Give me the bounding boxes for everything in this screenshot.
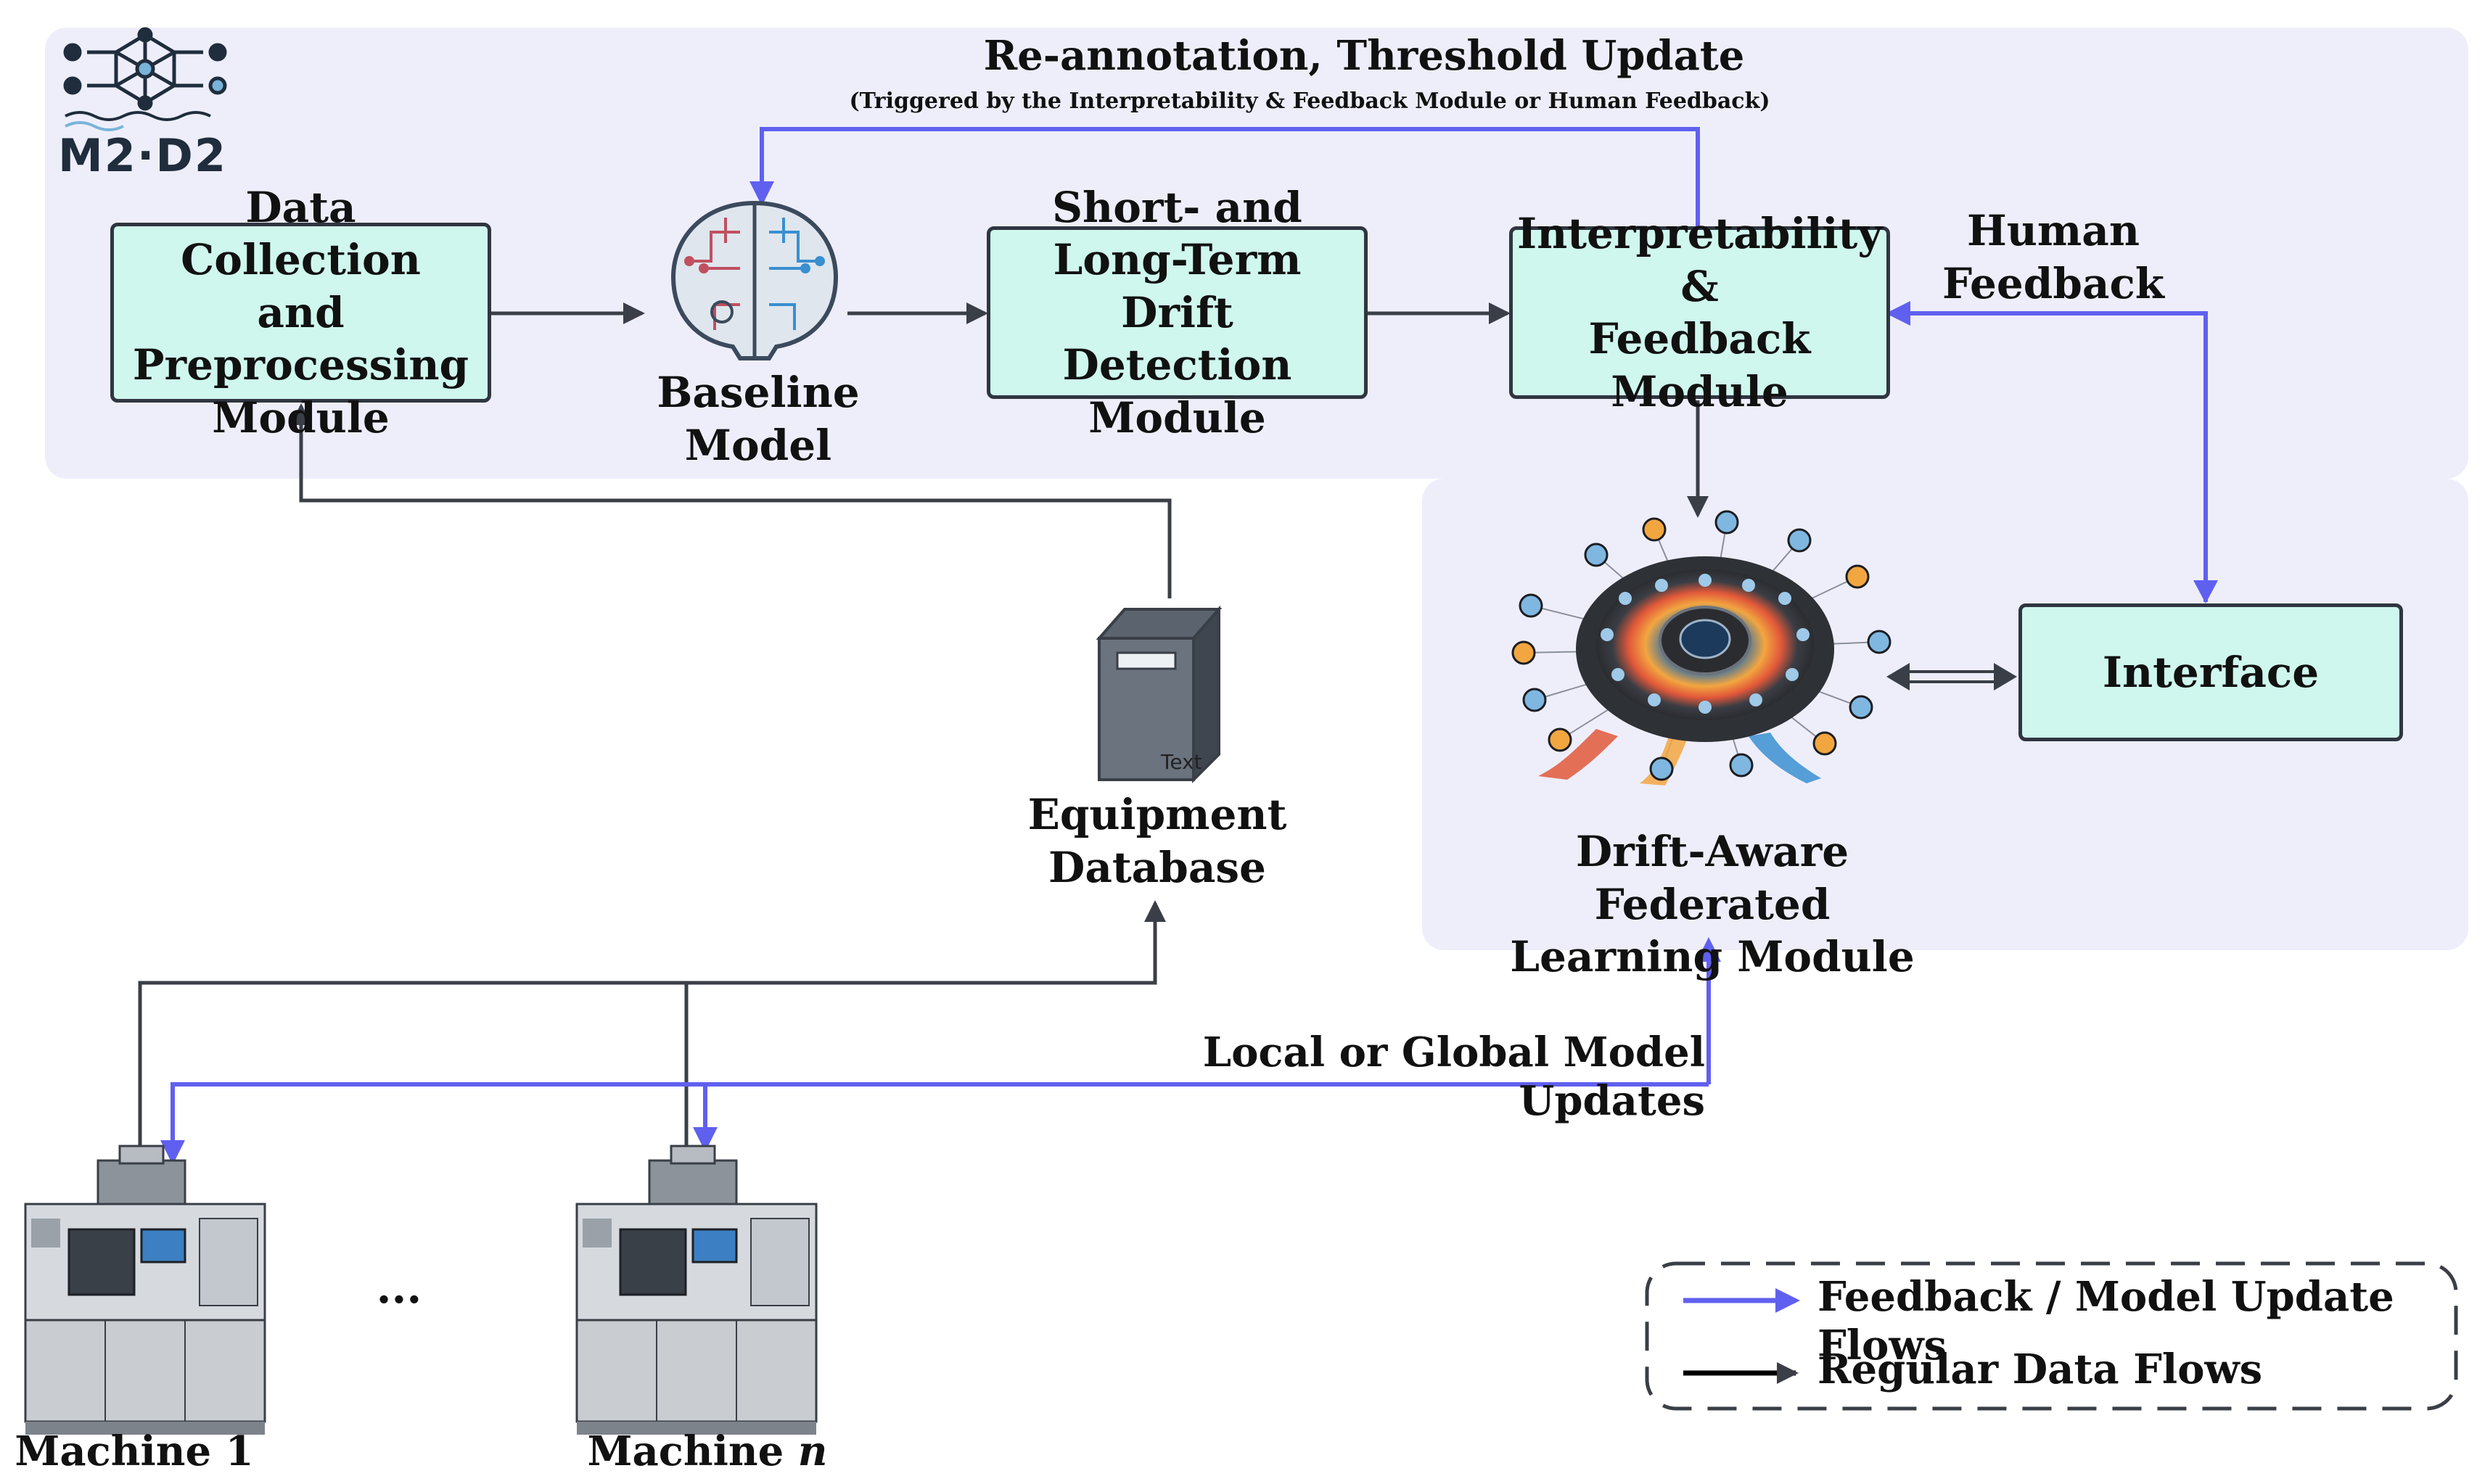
federated-line2: Learning Module <box>1510 932 1915 981</box>
federated-module-label: Drift-Aware Federated Learning Module <box>1451 825 1973 984</box>
data-collection-line1: Data Collection <box>181 182 421 285</box>
legend-feedback-label: Feedback / Model Update Flows <box>1817 1273 2394 1370</box>
interpretability-line1: Interpretability & <box>1516 209 1883 311</box>
reannotation-feedback-arrow <box>749 127 1700 226</box>
legend-box <box>1645 1261 2458 1411</box>
federated-line1: Drift-Aware Federated <box>1575 827 1849 929</box>
drift-detection-line1: Short- and <box>1052 182 1302 232</box>
data-collection-line2: and Preprocessing <box>132 287 469 390</box>
m2d2-logo-text: M2·D2 <box>58 129 227 182</box>
feedback-loop-title: Re-annotation, Threshold Update <box>983 32 1745 80</box>
database-line2: Database <box>1048 842 1266 892</box>
interpretability-line2: Feedback Module <box>1588 314 1811 416</box>
baseline-line2: Model <box>684 420 832 470</box>
baseline-model-label: Baseline Model <box>638 366 878 471</box>
database-line1: Equipment <box>1027 790 1287 839</box>
legend-regular-label: Regular Data Flows <box>1817 1345 2263 1393</box>
machine-n-variable: n <box>797 1427 828 1475</box>
drift-detection-module: Short- and Long-Term Drift Detection Mod… <box>987 183 1368 442</box>
federated-interface-double-arrow <box>1886 663 2017 691</box>
interpretability-feedback-module: Interpretability & Feedback Module <box>1509 209 1890 416</box>
machine-1-label: Machine 1 <box>15 1427 254 1475</box>
baseline-line1: Baseline <box>657 368 860 417</box>
drift-detection-line2: Long-Term Drift <box>1053 235 1302 337</box>
machine-n-prefix: Machine <box>587 1427 798 1475</box>
human-feedback-line1: Human <box>1966 206 2140 255</box>
interface-label: Interface <box>2102 647 2320 697</box>
data-collection-module: Data Collection and Preprocessing Module <box>110 183 491 442</box>
federated-hub-icon <box>1511 510 1892 786</box>
machines-ellipsis: ... <box>376 1263 422 1314</box>
equipment-database-icon: Text <box>1096 605 1223 783</box>
model-updates-to-machines <box>160 1082 1709 1165</box>
database-icon-text: Text <box>1160 750 1202 774</box>
feedback-loop-subtitle: (Triggered by the Interpretability & Fee… <box>849 88 1770 114</box>
arrow-machines-to-database <box>138 900 1166 1161</box>
baseline-brain-icon <box>670 200 839 360</box>
machine-n-label: Machine n <box>573 1427 842 1476</box>
human-feedback-label: Human Feedback <box>1930 205 2177 310</box>
equipment-database-label: Equipment Database <box>1016 788 1299 894</box>
drift-detection-line3: Detection Module <box>1062 340 1292 442</box>
interface-box[interactable]: Interface <box>2018 603 2403 741</box>
m2d2-logo-icon <box>63 27 227 131</box>
human-feedback-arrowhead-down <box>2193 580 2218 603</box>
human-feedback-arrow <box>1886 301 2208 602</box>
model-updates-label: Local or Global Model Updates <box>1202 1029 1705 1126</box>
data-collection-line3: Module <box>212 392 390 442</box>
machine-n-icon <box>575 1145 818 1435</box>
human-feedback-line2: Feedback <box>1942 258 2164 308</box>
machine-1-icon <box>24 1145 266 1435</box>
arrow-database-to-collection <box>290 403 1172 598</box>
